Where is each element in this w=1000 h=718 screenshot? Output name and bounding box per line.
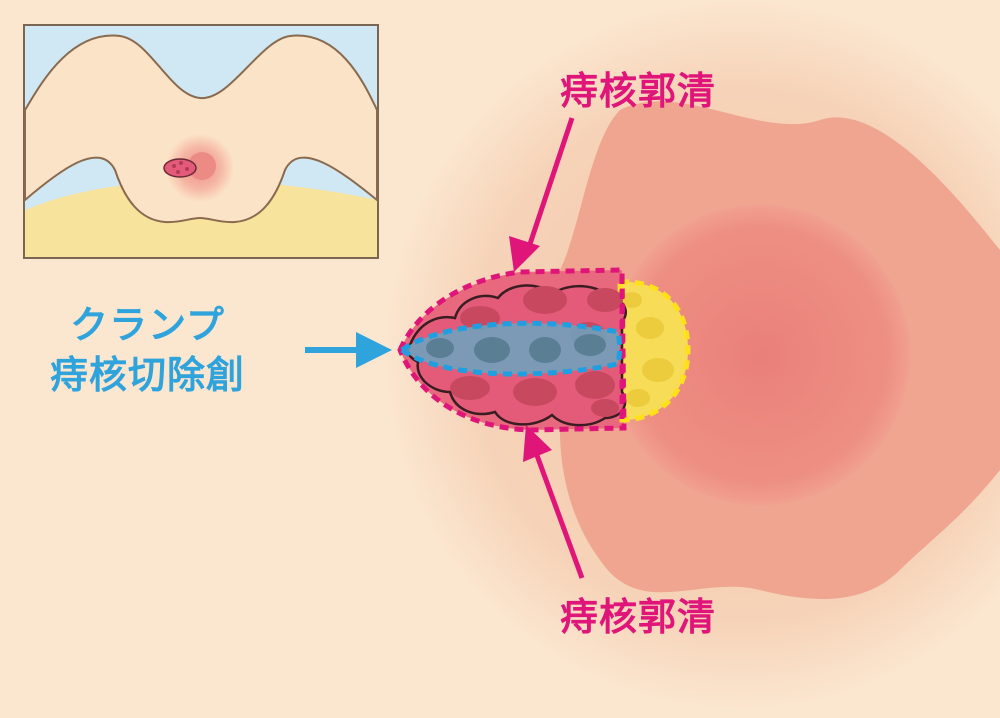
arrow-bottom xyxy=(523,425,585,579)
wound-nodules xyxy=(426,334,606,363)
label-clamp-excision-wound: クランプ 痔核切除創 xyxy=(50,300,245,400)
clamp-excision-wound xyxy=(397,320,622,377)
inset-hemorrhoid xyxy=(163,158,197,178)
label-excision-wound: 痔核切除創 xyxy=(50,353,246,397)
label-clamp: クランプ xyxy=(70,303,225,347)
yellow-nodules xyxy=(622,292,674,407)
label-hemorrhoid-clearance-bottom: 痔核郭清 xyxy=(560,595,717,639)
anal-canal xyxy=(610,205,910,505)
magenta-excision-border xyxy=(397,267,627,433)
label-hemorrhoid-clearance-top: 痔核郭清 xyxy=(560,69,717,113)
arrow-top xyxy=(509,117,575,272)
internal-hemorrhoid-portion xyxy=(617,279,691,423)
arrow-left xyxy=(305,332,392,368)
inset-body xyxy=(24,34,378,224)
inset-figure xyxy=(23,24,379,259)
